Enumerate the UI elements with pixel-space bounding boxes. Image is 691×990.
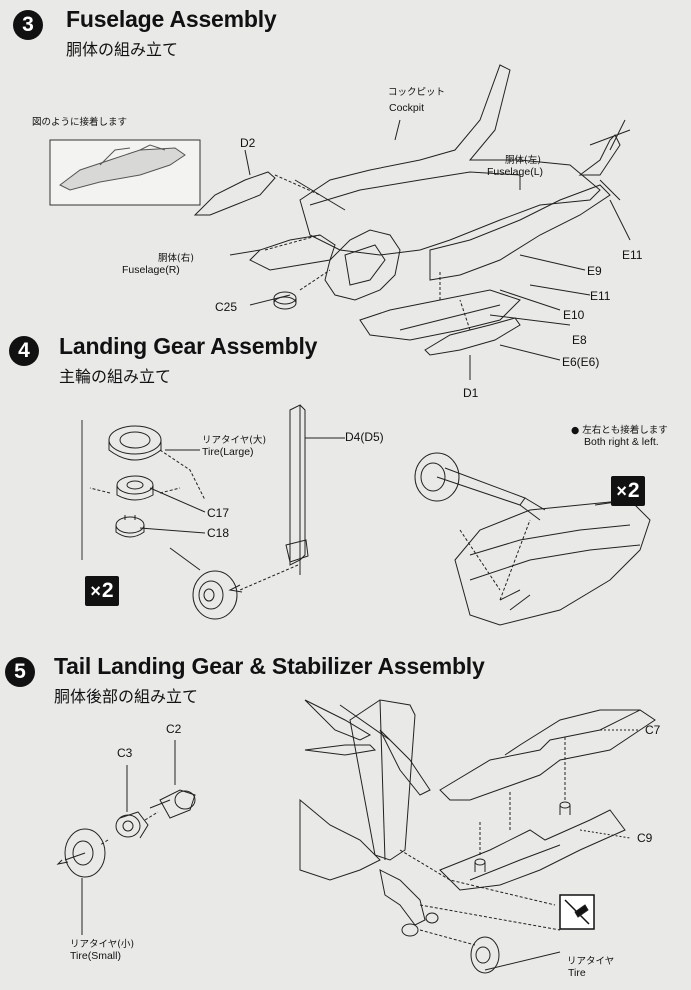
step-number-badge: 5	[5, 657, 35, 687]
part-label-c7: C7	[645, 723, 661, 737]
part-label-c3: C3	[117, 746, 133, 760]
step-title: Landing Gear Assembly	[59, 333, 318, 359]
inset-caption: 図のように接着します	[32, 117, 128, 128]
tire-label-jp: リアタイヤ	[567, 956, 615, 967]
fuselage-left-label-jp: 胴体(左)	[505, 155, 541, 166]
part-label-c9: C9	[637, 831, 653, 845]
fuselage-right-label: Fuselage(R)	[122, 264, 180, 276]
part-label-e10: E10	[563, 308, 585, 322]
step-subtitle-jp: 主輪の組み立て	[59, 367, 172, 386]
quantity-badge: ×2	[85, 576, 119, 606]
part-label-d2: D2	[240, 136, 256, 150]
quantity-badge: ×2	[611, 476, 645, 506]
tire-large-label: Tire(Large)	[202, 446, 254, 458]
note-both-sides: Both right & left.	[584, 436, 659, 448]
quantity-value: 2	[101, 579, 114, 602]
part-label-d1: D1	[463, 386, 479, 400]
part-label-c18: C18	[207, 526, 230, 540]
step-subtitle-jp: 胴体の組み立て	[66, 40, 179, 59]
inset-figure	[49, 139, 201, 206]
tire-small-label: Tire(Small)	[70, 950, 121, 962]
step-number-badge: 3	[13, 10, 43, 40]
part-label-c2: C2	[166, 722, 182, 736]
part-label-e9: E9	[587, 264, 602, 278]
fuselage-right-label-jp: 胴体(右)	[158, 253, 194, 264]
step-subtitle-jp: 胴体後部の組み立て	[54, 687, 199, 706]
fuselage-drawing	[193, 64, 631, 380]
part-label-d4: D4(D5)	[345, 430, 384, 444]
step-title: Fuselage Assembly	[66, 6, 277, 32]
landing-gear-drawing	[81, 404, 651, 626]
part-label-e11-top: E11	[622, 248, 643, 262]
cockpit-label-jp: コックピット	[388, 87, 446, 98]
times-symbol: ×	[90, 581, 101, 601]
part-label-e11: E11	[590, 289, 611, 303]
cockpit-label: Cockpit	[389, 102, 425, 114]
part-label-e8: E8	[572, 333, 587, 347]
part-label-c17: C17	[207, 506, 230, 520]
tail-assembly-drawing	[56, 699, 656, 974]
tire-large-label-jp: リアタイヤ(大)	[202, 435, 267, 446]
times-symbol: ×	[616, 481, 627, 501]
fuselage-left-label: Fuselage(L)	[487, 166, 544, 178]
step-number-badge: 4	[9, 336, 39, 366]
quantity-value: 2	[627, 479, 640, 502]
part-label-e6: E6(E6)	[562, 355, 600, 369]
tire-label: Tire	[568, 967, 586, 979]
note-jp: ● 左右とも接着します	[571, 425, 668, 436]
part-label-c25: C25	[215, 300, 238, 314]
tire-small-label-jp: リアタイヤ(小)	[70, 939, 135, 950]
step-title: Tail Landing Gear & Stabilizer Assembly	[54, 653, 485, 679]
